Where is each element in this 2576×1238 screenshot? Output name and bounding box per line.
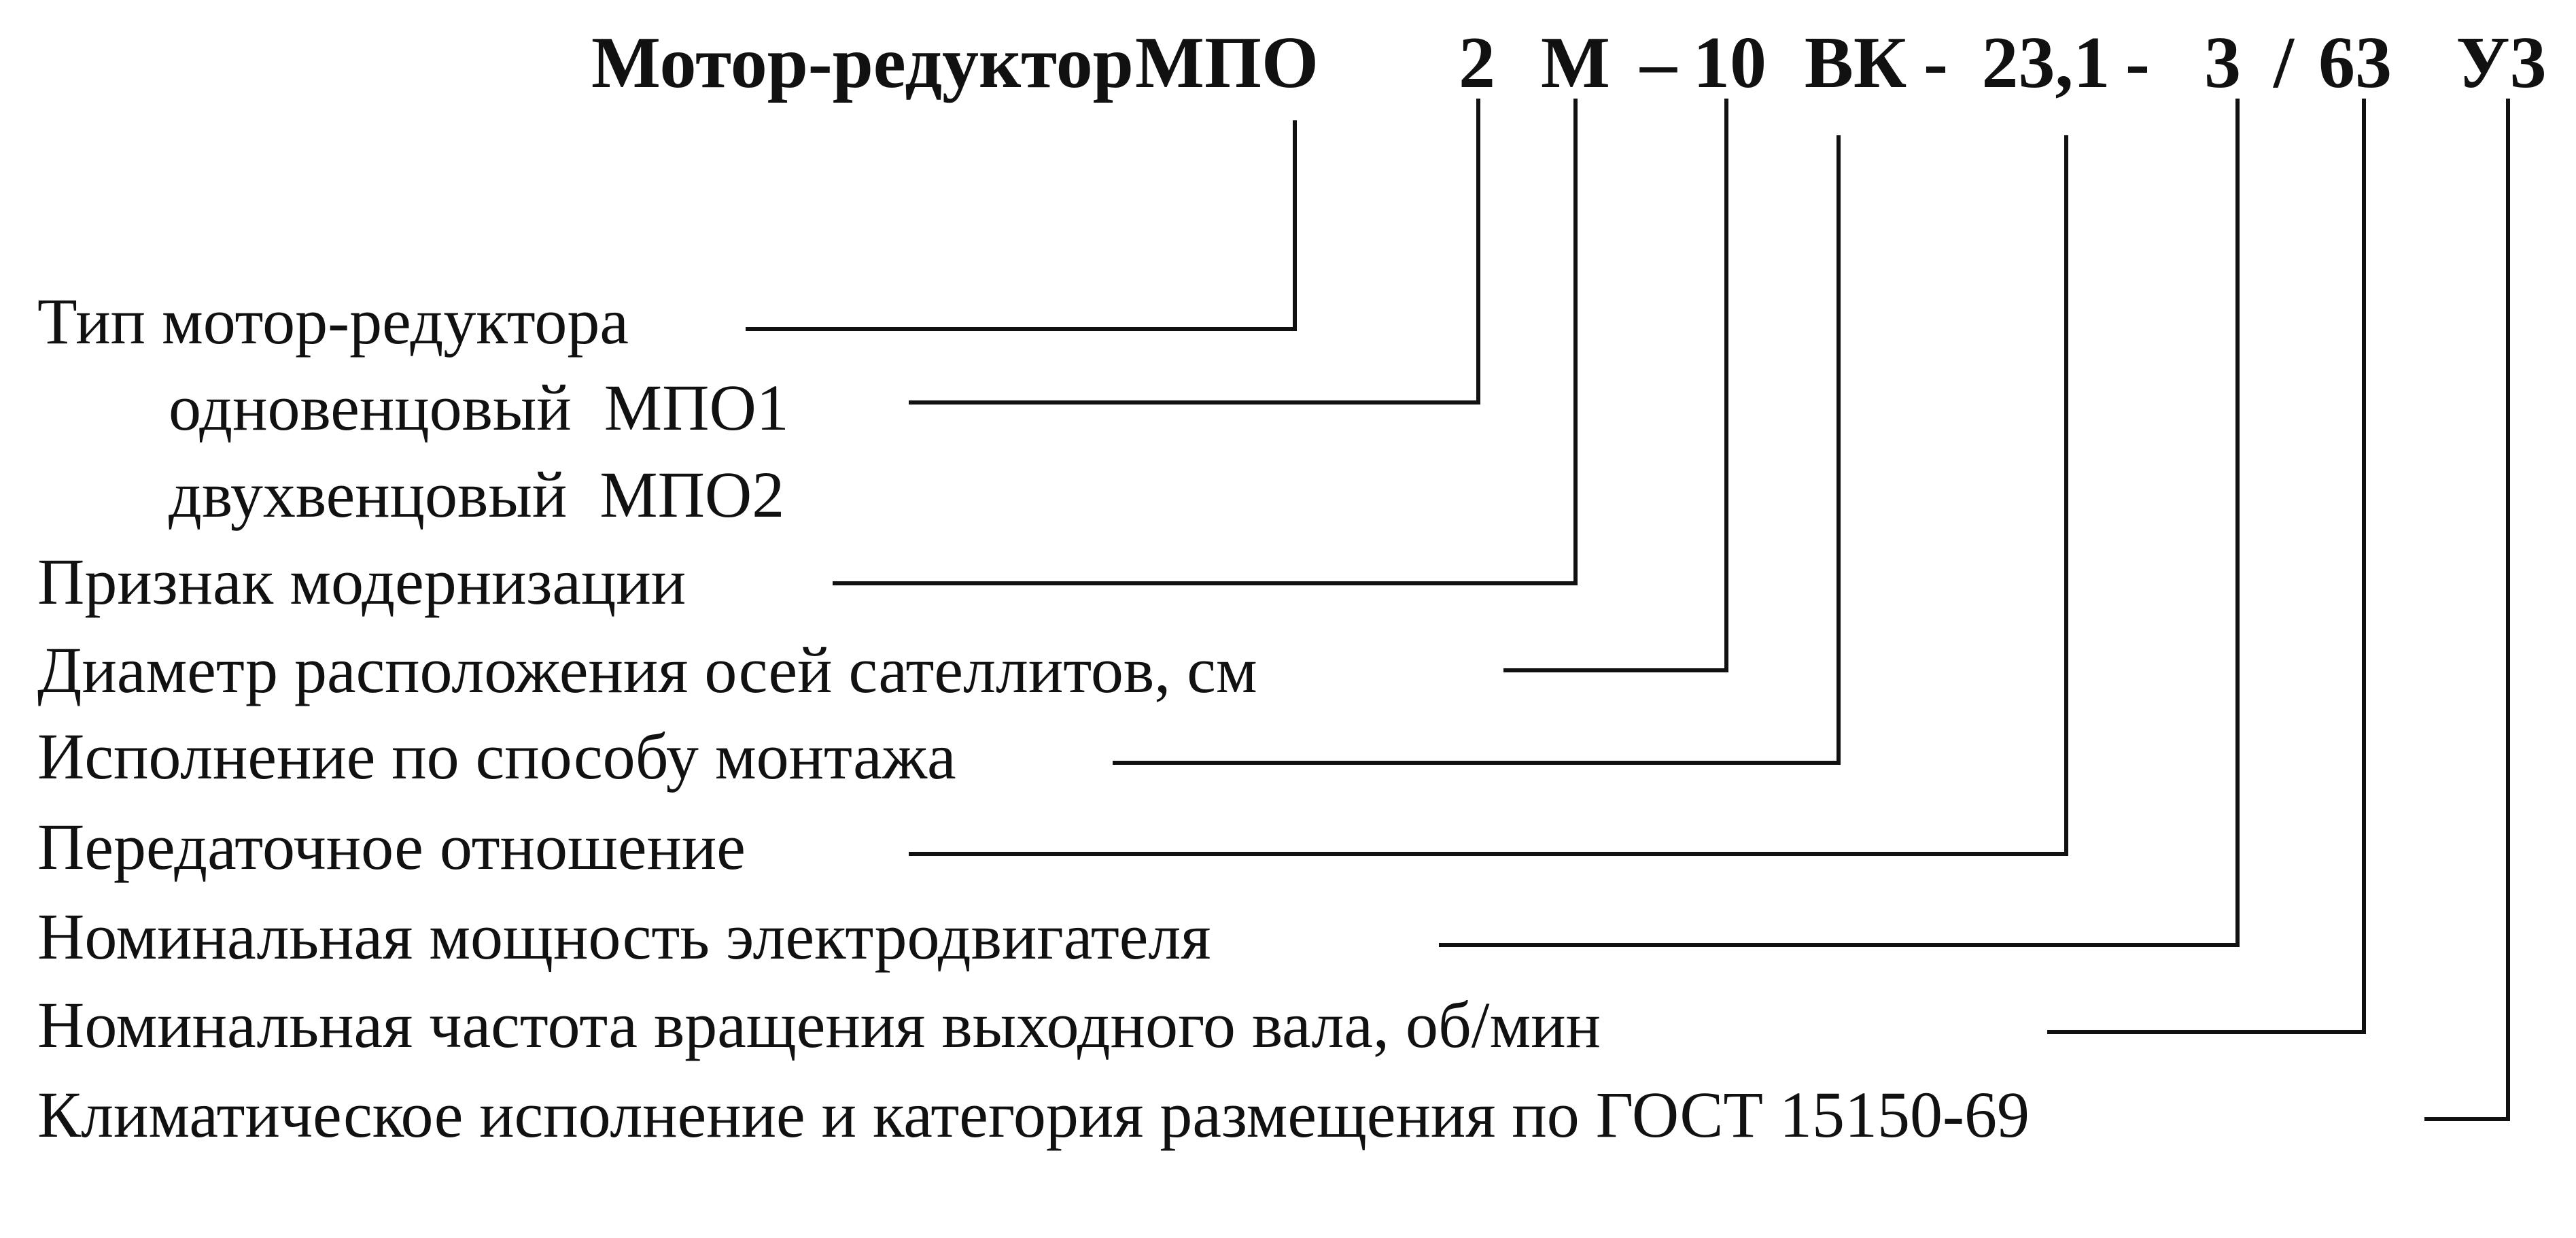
desc-crowns-alt: двухвенцовый МПО2	[169, 458, 784, 531]
code-part-speed: 63	[2318, 22, 2392, 103]
diagram-heading: Мотор-редуктор	[591, 22, 1134, 103]
desc-type: Тип мотор-редуктора	[37, 285, 629, 358]
leader-line-power	[1439, 99, 2240, 947]
desc-mounting: Исполнение по способу монтажа	[37, 720, 956, 793]
leader-line-speed	[2047, 99, 2366, 1034]
code-part-power: 3	[2204, 22, 2241, 103]
code-part-crowns: 2	[1459, 22, 1495, 103]
desc-climate: Климатическое исполнение и категория раз…	[37, 1078, 2030, 1151]
code-part-ratio: 23,1	[1982, 22, 2110, 103]
leader-line-modernization	[833, 99, 1578, 585]
leader-line-crowns	[909, 99, 1480, 405]
code-part-dash-3: -	[2125, 22, 2150, 103]
leader-line-mounting	[1113, 135, 1841, 765]
desc-modernization: Признак модернизации	[37, 545, 686, 618]
code-part-dash-2: -	[1924, 22, 1948, 103]
code-part-dash-1: –	[1639, 22, 1677, 103]
code-part-modernization: М	[1541, 22, 1610, 103]
desc-power: Номинальная мощность электродвигателя	[37, 900, 1211, 973]
code-part-climate: У3	[2456, 22, 2546, 103]
leader-line-diameter	[1503, 99, 1728, 672]
leader-line-ratio	[909, 135, 2068, 856]
code-part-type: МПО	[1135, 22, 1319, 103]
code-part-slash: /	[2272, 22, 2295, 103]
leader-line-climate	[2424, 99, 2510, 1121]
code-part-mounting: ВК	[1805, 22, 1907, 103]
desc-diameter: Диаметр расположения осей сателлитов, см	[37, 634, 1257, 706]
desc-ratio: Передаточное отношение	[37, 810, 746, 883]
leader-line-type	[746, 120, 1297, 331]
desc-crowns: одновенцовый МПО1	[169, 371, 789, 444]
desc-speed: Номинальная частота вращения выходного в…	[37, 988, 1601, 1061]
code-part-diameter: 10	[1693, 22, 1766, 103]
